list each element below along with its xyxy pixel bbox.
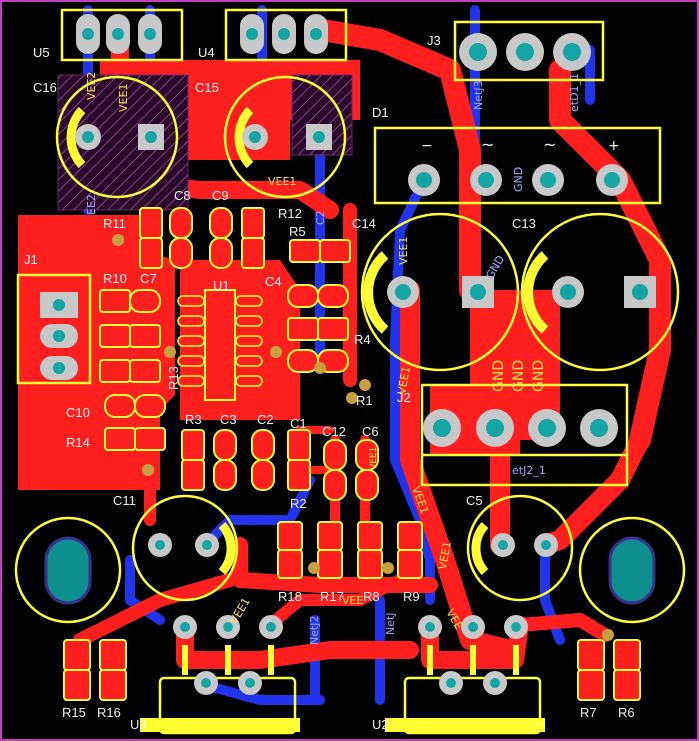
ref-c16: C16 [33, 80, 57, 95]
ref-j2: J2 [397, 390, 411, 405]
ref-u5: U5 [33, 45, 50, 60]
net-gnd-d1: GND [512, 167, 525, 192]
net-tilde-2: ~ [543, 135, 556, 154]
net-plus: + [608, 138, 620, 154]
ref-c7: C7 [140, 271, 157, 286]
designators: U5 U4 J3 C16 C15 D1 C8 C9 R11 R12 R5 C14… [24, 33, 635, 732]
polarity-marks [66, 106, 549, 576]
ref-u4: U4 [198, 45, 215, 60]
ref-r15: R15 [62, 705, 86, 720]
mounting-hole-right [608, 536, 656, 605]
net-vee-bottom: VEE [342, 594, 363, 607]
ref-r18: R18 [278, 589, 302, 604]
net-netj2-1: etJ2_1 [512, 464, 546, 477]
net-netj3: NetJ3 [472, 80, 485, 110]
net-gnd-stack-3: GND [531, 360, 547, 392]
net-netd1: etD1_1 [568, 73, 581, 112]
ref-r4: R4 [354, 332, 371, 347]
through-hole-pads [40, 14, 656, 695]
ref-r3: R3 [185, 412, 202, 427]
ref-r8: R8 [363, 589, 380, 604]
ref-c12: C12 [322, 424, 346, 439]
net-vee1-c14: VEE1 [397, 237, 410, 265]
ref-c6: C6 [362, 424, 379, 439]
ref-r13: R13 [166, 366, 181, 390]
net-c2-partial: C2 [314, 210, 327, 225]
ref-r16: R16 [97, 705, 121, 720]
ref-r17: R17 [320, 589, 344, 604]
ref-c4: C4 [265, 274, 282, 289]
ref-c9: C9 [212, 188, 229, 203]
ref-c1: C1 [290, 416, 307, 431]
ref-r10: R10 [103, 271, 127, 286]
net-vee1-lower: VEE1 [436, 540, 454, 570]
ref-r14: R14 [66, 435, 90, 450]
ref-r2: R2 [290, 496, 307, 511]
ref-c13: C13 [512, 216, 536, 231]
ref-r9: R9 [403, 589, 420, 604]
net-vee2-c16: VEE2 [85, 72, 98, 100]
ref-c8: C8 [174, 188, 191, 203]
ref-c11: C11 [113, 493, 136, 508]
ref-r7: R7 [580, 705, 597, 720]
ref-r5: R5 [289, 224, 306, 239]
net-ee2: EE2 [85, 194, 98, 215]
regulator-leads [182, 645, 519, 675]
ref-r6: R6 [618, 705, 635, 720]
ref-c15: C15 [195, 80, 219, 95]
silkscreen [14, 8, 686, 735]
ref-j3: J3 [427, 33, 441, 48]
ref-u2: U2 [372, 717, 389, 732]
ref-r11: R11 [103, 216, 126, 231]
net-netj2-bottom: NetJ2 [308, 615, 321, 645]
ref-r1: R1 [356, 393, 373, 408]
mounting-hole-left [44, 536, 92, 605]
net-minus: − [421, 138, 433, 154]
ref-c14: C14 [352, 216, 376, 231]
ref-c2: C2 [257, 412, 274, 427]
ref-r12: R12 [278, 206, 302, 221]
net-gnd-stack-1: GND [491, 360, 507, 392]
net-gnd-stack-2: GND [511, 360, 527, 392]
ref-d1: D1 [372, 105, 389, 120]
net-vee1-r1: VEE1 [369, 447, 379, 470]
net-netj-bottom: NetJ [384, 612, 397, 635]
ref-c3: C3 [220, 412, 237, 427]
net-vee1-right: VEE1 [395, 365, 413, 395]
ref-j1: J1 [24, 252, 38, 267]
net-tilde-1: ~ [481, 135, 494, 154]
net-vee1-c16: VEE1 [117, 84, 130, 112]
net-vee1-c15: VEE1 [268, 175, 296, 188]
ref-u1: U1 [213, 278, 230, 293]
ref-c5: C5 [466, 493, 483, 508]
smd-pads [63, 207, 641, 701]
ref-u3: U3 [130, 717, 147, 732]
ref-c10: C10 [66, 405, 90, 420]
